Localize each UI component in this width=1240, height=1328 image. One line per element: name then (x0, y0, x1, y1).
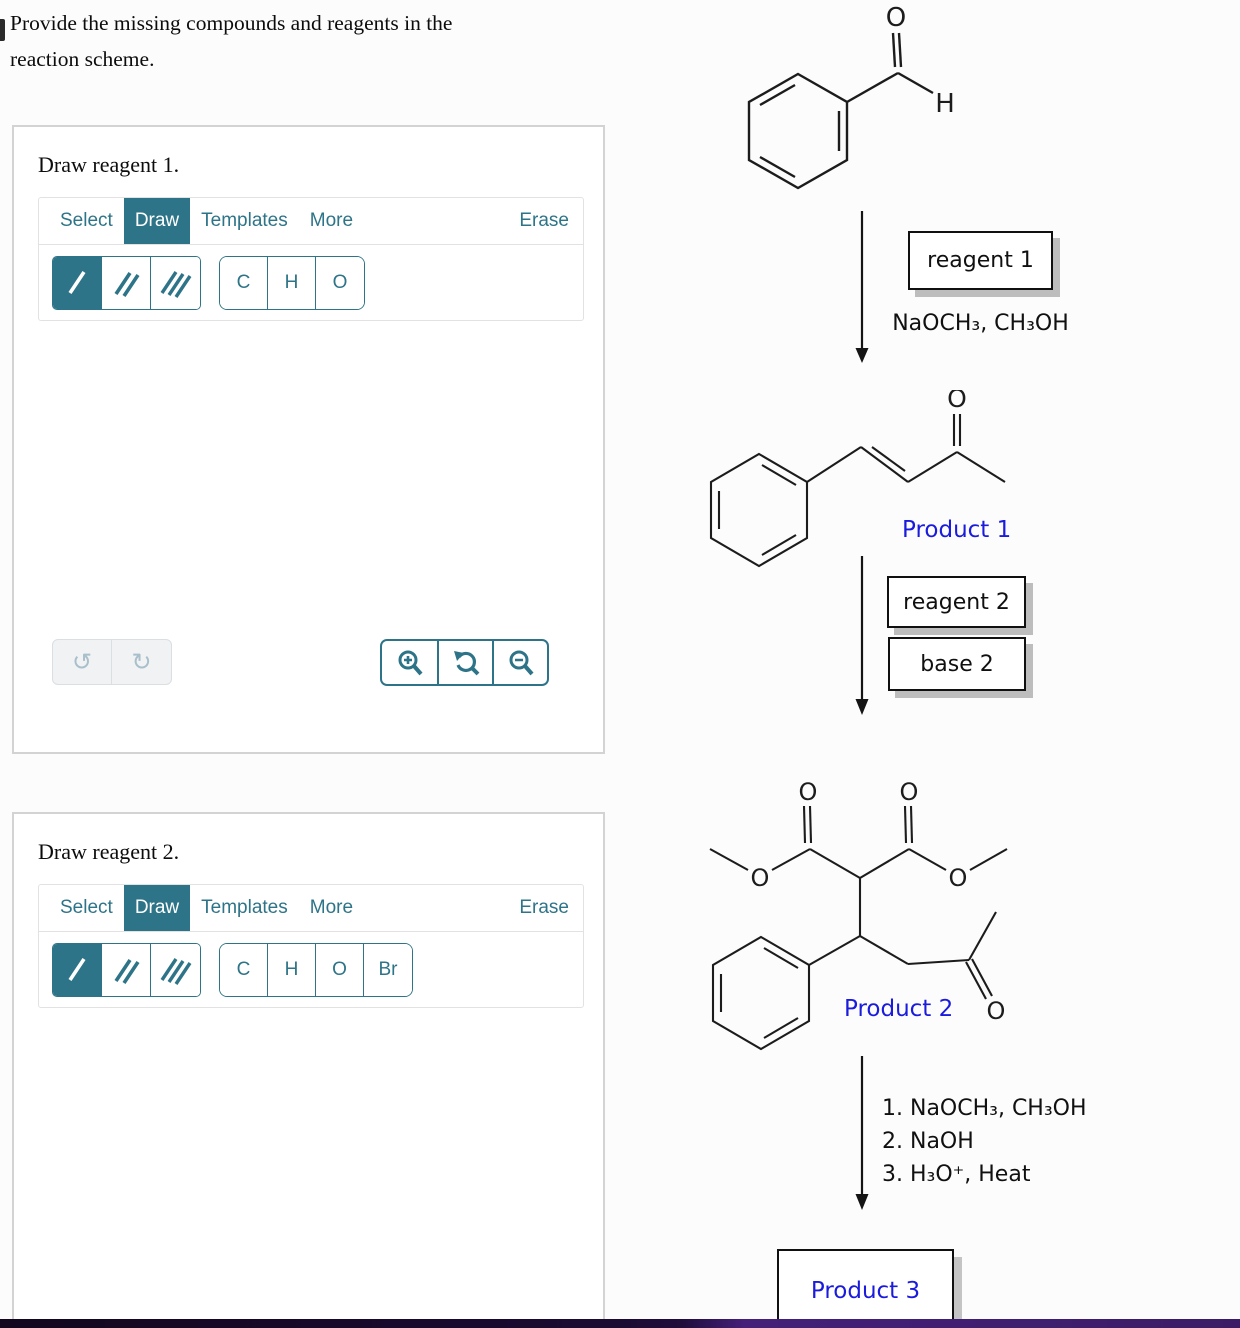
triple-bond-icon (160, 957, 192, 985)
draw-reagent-2-panel: Draw reagent 2. Select Draw Templates Mo… (12, 812, 605, 1328)
aldehyde-hydrogen-label: H (935, 89, 955, 119)
sketcher-toolbar: Select Draw Templates More Erase (38, 884, 584, 1008)
product-2-label: Product 2 (844, 996, 954, 1022)
triple-bond-icon (160, 270, 192, 298)
atom-c-button[interactable]: C (220, 943, 268, 996)
reagent-1-box: reagent 1 (908, 231, 1053, 290)
single-bond-button[interactable] (53, 943, 102, 996)
final-condition-3: 3. H₃O⁺, Heat (882, 1162, 1031, 1187)
draw-reagent-1-panel: Draw reagent 1. Select Draw Templates Mo… (12, 125, 605, 754)
question-text: Provide the missing compounds and reagen… (10, 5, 550, 77)
reaction-arrow-3 (855, 1056, 869, 1210)
zoom-out-button[interactable] (492, 641, 547, 684)
toolbar-tabs: Select Draw Templates More Erase (39, 885, 583, 932)
erase-button[interactable]: Erase (519, 210, 569, 231)
reaction-arrow-2 (855, 556, 869, 715)
triple-bond-button[interactable] (151, 256, 200, 309)
step1-conditions: NaOCH₃, CH₃OH (892, 311, 1069, 336)
left-ester-carbonyl-oxygen-label: O (799, 778, 818, 806)
toolbar-icon-row: C H O Br (39, 932, 583, 1007)
tab-draw[interactable]: Draw (123, 885, 191, 931)
tab-more[interactable]: More (309, 897, 354, 918)
benzaldehyde-structure: O H (747, 3, 955, 190)
undo-redo-group: ↺ ↻ (52, 639, 172, 685)
atom-button-group: C H O Br (219, 942, 413, 997)
erase-button[interactable]: Erase (519, 897, 569, 918)
toolbar-tabs: Select Draw Templates More Erase (39, 198, 583, 245)
atom-h-button[interactable]: H (268, 943, 316, 996)
atom-button-group: C H O (219, 255, 365, 310)
tab-templates[interactable]: Templates (201, 897, 288, 918)
single-bond-icon (68, 270, 86, 294)
left-ester-oxygen-label: O (751, 864, 770, 892)
atom-br-button[interactable]: Br (364, 943, 412, 996)
tab-select[interactable]: Select (60, 210, 113, 231)
tab-more[interactable]: More (309, 210, 354, 231)
atom-o-button[interactable]: O (316, 943, 364, 996)
base-2-box: base 2 (888, 637, 1026, 691)
ketone-oxygen-label: O (987, 997, 1006, 1025)
drawing-canvas[interactable] (17, 1014, 600, 1327)
zoom-in-icon (398, 650, 423, 675)
bottom-bar (0, 1319, 1240, 1328)
final-conditions: 1. NaOCH₃, CH₃OH 2. NaOH 3. H₃O⁺, Heat (882, 1092, 1087, 1191)
atom-o-button[interactable]: O (316, 256, 364, 309)
reagent-2-box: reagent 2 (887, 576, 1026, 628)
double-bond-button[interactable] (102, 256, 151, 309)
tab-templates[interactable]: Templates (201, 210, 288, 231)
bond-button-group (52, 942, 201, 997)
triple-bond-button[interactable] (151, 943, 200, 996)
undo-button[interactable]: ↺ (53, 640, 112, 684)
product-2-structure: O O O O O (709, 778, 1008, 1051)
drawing-canvas[interactable] (17, 327, 600, 627)
atom-h-button[interactable]: H (268, 256, 316, 309)
tab-draw[interactable]: Draw (123, 198, 191, 244)
product-1-label: Product 1 (902, 517, 1012, 543)
question-line-2: reaction scheme. (10, 47, 155, 71)
product-1-structure: O (709, 390, 1006, 568)
panel-title: Draw reagent 2. (38, 839, 180, 864)
ketone-oxygen-label: O (947, 390, 967, 413)
single-bond-icon (68, 957, 86, 981)
redo-button[interactable]: ↻ (131, 648, 152, 676)
product-3-box: Product 3 (777, 1249, 954, 1328)
zoom-out-icon (509, 650, 534, 675)
double-bond-icon (114, 958, 140, 984)
clipped-question-number (0, 19, 5, 41)
reaction-arrow-1 (855, 211, 869, 363)
zoom-in-button[interactable] (382, 641, 437, 684)
zoom-reset-icon (453, 650, 479, 675)
single-bond-button[interactable] (53, 256, 102, 309)
zoom-button-group (380, 639, 549, 686)
double-bond-button[interactable] (102, 943, 151, 996)
final-condition-2: 2. NaOH (882, 1129, 974, 1154)
final-condition-1: 1. NaOCH₃, CH₃OH (882, 1096, 1087, 1121)
tab-select[interactable]: Select (60, 897, 113, 918)
sketcher-toolbar: Select Draw Templates More Erase (38, 197, 584, 321)
right-ester-oxygen-label: O (949, 864, 968, 892)
toolbar-icon-row: C H O (39, 245, 583, 320)
carbonyl-oxygen-label: O (886, 3, 906, 33)
right-ester-carbonyl-oxygen-label: O (900, 778, 919, 806)
double-bond-icon (114, 271, 140, 297)
question-line-1: Provide the missing compounds and reagen… (10, 11, 453, 35)
atom-c-button[interactable]: C (220, 256, 268, 309)
zoom-reset-button[interactable] (437, 641, 492, 684)
panel-title: Draw reagent 1. (38, 152, 180, 177)
bond-button-group (52, 255, 201, 310)
